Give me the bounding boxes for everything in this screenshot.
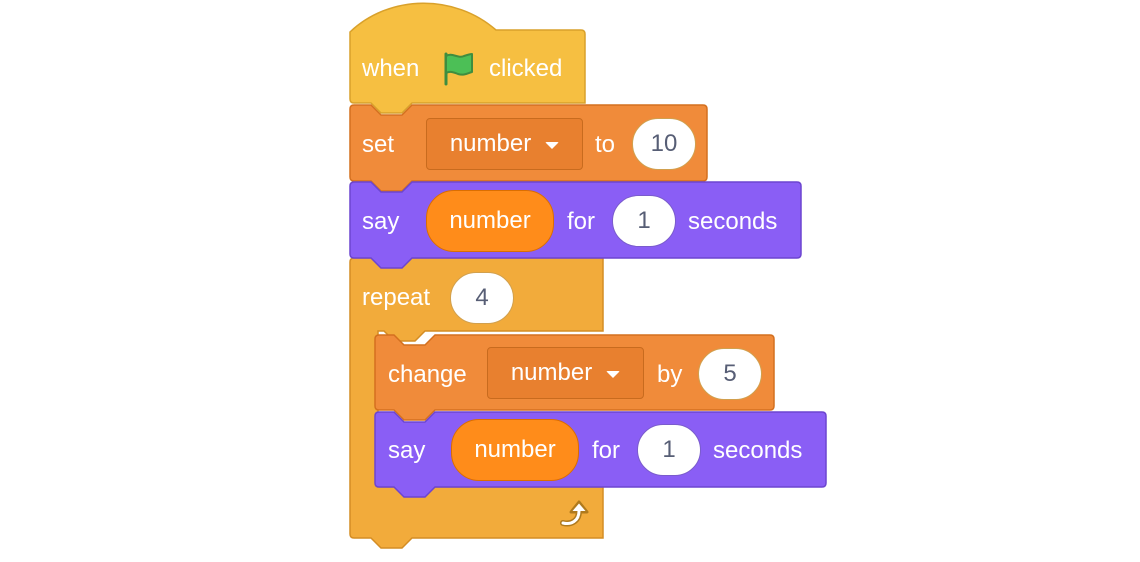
say-duration-input[interactable]: 1 (637, 424, 701, 476)
say-for-label: for (592, 437, 621, 464)
green-flag-icon (444, 52, 473, 86)
variable-reporter[interactable]: number (426, 190, 554, 252)
change-by-label: by (657, 361, 683, 388)
dropdown-caret-icon (545, 141, 560, 149)
say-label: say (388, 437, 426, 464)
loop-arrow-icon (560, 500, 589, 527)
repeat-label: repeat (362, 284, 431, 311)
variable-reporter[interactable]: number (451, 419, 579, 481)
say-label: say (362, 208, 400, 235)
set-to-label: to (595, 131, 616, 158)
hat-label-clicked: clicked (489, 55, 563, 82)
variable-dropdown-value: number (449, 130, 532, 157)
change-value-input[interactable]: 5 (698, 348, 762, 400)
repeat-block[interactable] (349, 257, 604, 549)
say-seconds-label: seconds (688, 208, 778, 235)
say-seconds-label: seconds (713, 437, 803, 464)
variable-dropdown[interactable]: number (426, 118, 583, 170)
variable-dropdown[interactable]: number (487, 347, 644, 399)
set-value-input[interactable]: 10 (632, 118, 696, 170)
repeat-count-input[interactable]: 4 (450, 272, 514, 324)
say-duration-input[interactable]: 1 (612, 195, 676, 247)
hat-label-when: when (362, 55, 420, 82)
say-for-label: for (567, 208, 596, 235)
change-label: change (388, 361, 467, 388)
variable-dropdown-value: number (510, 359, 593, 386)
set-label: set (362, 131, 395, 158)
dropdown-caret-icon (606, 370, 621, 378)
